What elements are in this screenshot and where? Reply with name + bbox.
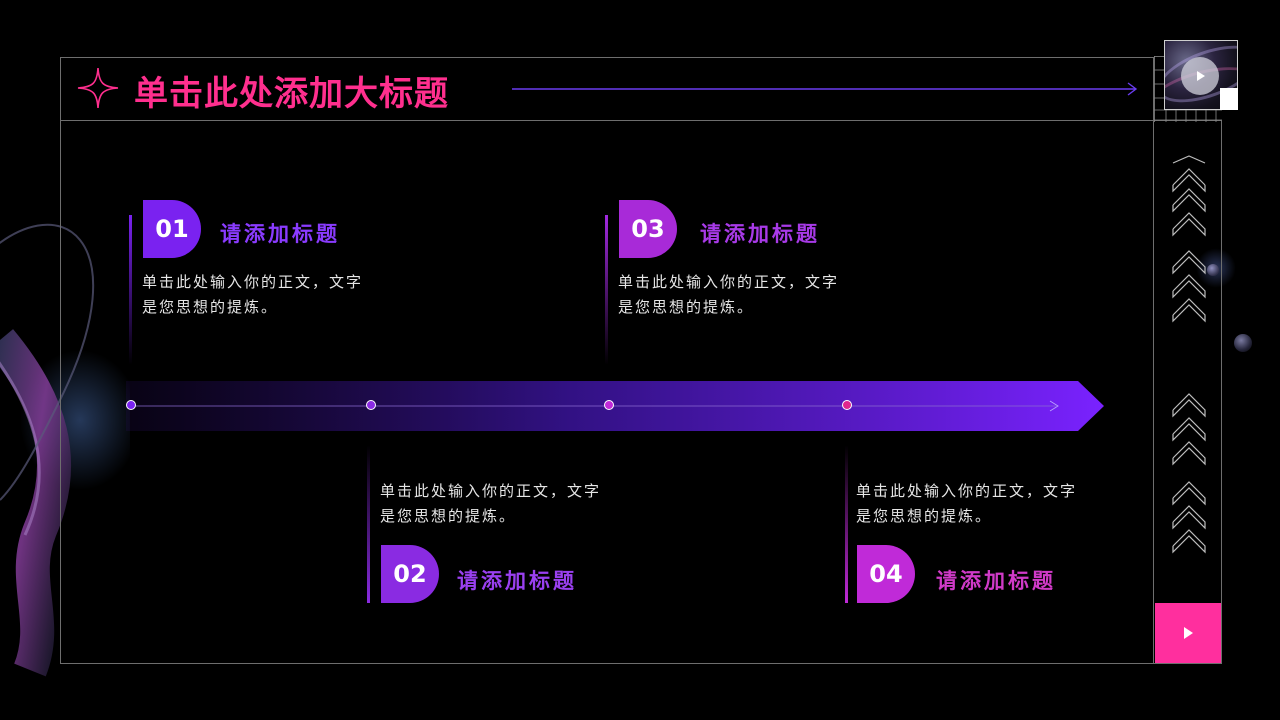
item-title[interactable]: 请添加标题 bbox=[220, 222, 340, 246]
timeline-arrow bbox=[126, 381, 1104, 431]
item-title[interactable]: 请添加标题 bbox=[457, 569, 577, 593]
item-divider bbox=[605, 215, 608, 365]
chevron-up-icon bbox=[1172, 393, 1206, 554]
item-title[interactable]: 请添加标题 bbox=[936, 569, 1056, 593]
item-badge: 04 bbox=[857, 545, 915, 603]
chevron-up-icon bbox=[1172, 155, 1206, 323]
item-body[interactable]: 单击此处输入你的正文，文字是您思想的提炼。 bbox=[618, 273, 840, 316]
item-body[interactable]: 单击此处输入你的正文，文字是您思想的提炼。 bbox=[380, 482, 602, 525]
item-badge: 01 bbox=[143, 200, 201, 258]
timeline-node bbox=[604, 400, 614, 410]
four-point-star-icon bbox=[77, 67, 119, 109]
play-icon bbox=[1184, 627, 1193, 639]
side-panel bbox=[1154, 120, 1222, 664]
item-body[interactable]: 单击此处输入你的正文，文字是您思想的提炼。 bbox=[856, 482, 1078, 525]
content-frame bbox=[60, 57, 1154, 664]
next-button[interactable] bbox=[1155, 603, 1221, 663]
orb-decoration bbox=[1207, 264, 1219, 276]
item-divider bbox=[129, 215, 132, 365]
timeline-node bbox=[842, 400, 852, 410]
glass-sculpture-decoration bbox=[0, 223, 130, 677]
page-title[interactable]: 单击此处添加大标题 bbox=[134, 74, 449, 114]
timeline-node bbox=[126, 400, 136, 410]
item-divider bbox=[367, 445, 370, 603]
item-title[interactable]: 请添加标题 bbox=[700, 222, 820, 246]
thumbnail-play-button[interactable] bbox=[1181, 57, 1219, 95]
orb-decoration bbox=[1234, 334, 1252, 352]
title-arrow-line bbox=[512, 82, 1138, 96]
item-divider bbox=[845, 445, 848, 603]
play-icon bbox=[1197, 71, 1205, 81]
header-divider bbox=[60, 120, 1154, 121]
item-badge: 03 bbox=[619, 200, 677, 258]
item-body[interactable]: 单击此处输入你的正文，文字是您思想的提炼。 bbox=[142, 273, 364, 316]
item-badge: 02 bbox=[381, 545, 439, 603]
thumbnail-corner bbox=[1220, 88, 1238, 110]
timeline-node bbox=[366, 400, 376, 410]
